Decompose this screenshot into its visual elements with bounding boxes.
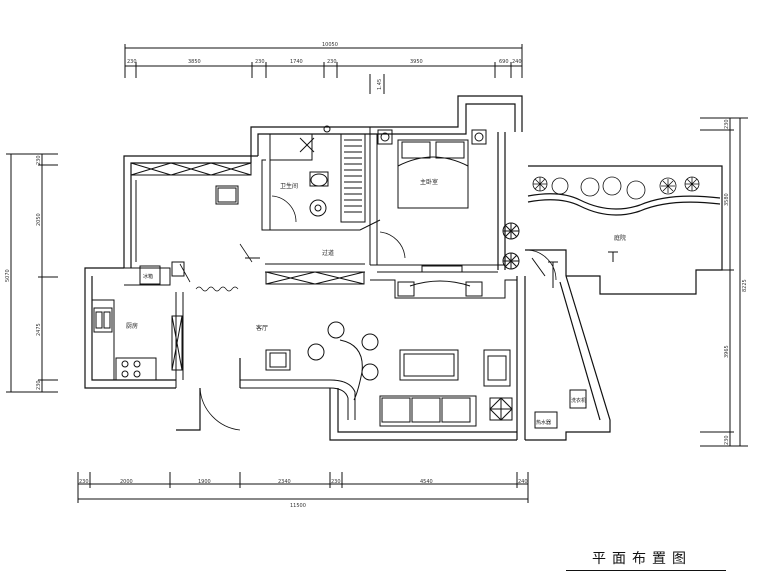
dimension-top (124, 44, 523, 94)
room-label-corridor: 过道 (322, 249, 334, 257)
room-label-kitchen: 厨房 (126, 322, 138, 330)
bathroom-fixtures (269, 125, 331, 217)
dim-step: 1.45 (377, 79, 383, 90)
garden-plants (532, 176, 700, 200)
dim-top-seg: 3850 (188, 59, 201, 65)
top-left-room-furniture (130, 162, 252, 262)
label-fridge: 冰箱 (143, 273, 153, 280)
dim-bottom-seg: 2340 (278, 479, 291, 485)
dim-top-total: 10050 (322, 42, 338, 48)
dimension-right (700, 117, 748, 447)
dim-right-total: 8225 (742, 279, 748, 292)
drawing-title: 平面布置图 (592, 551, 692, 567)
dimension-bottom (77, 472, 529, 503)
doors (179, 195, 557, 431)
dimension-left (6, 153, 58, 393)
stairs-marks (245, 251, 618, 288)
dim-bottom-seg: 230 (79, 479, 89, 485)
dim-left-total: 5070 (5, 269, 11, 282)
dim-bottom-total: 11500 (290, 503, 306, 509)
dim-top-seg: 230 (127, 59, 137, 65)
dim-left-seg: 2050 (36, 213, 42, 226)
dim-bottom-seg: 240 (518, 479, 528, 485)
dim-top-seg: 3950 (410, 59, 423, 65)
room-label-master-bedroom: 主卧室 (420, 178, 438, 186)
dim-top-seg: 1740 (290, 59, 303, 65)
dim-top-seg: 240 (512, 59, 522, 65)
kitchen-furniture (91, 261, 185, 381)
title-underline (566, 570, 726, 571)
dim-bottom-seg: 4540 (420, 479, 433, 485)
room-label-bathroom: 卫生间 (280, 182, 298, 190)
label-washer: 洗衣机 (571, 397, 586, 404)
corridor-cabinet (195, 271, 365, 292)
label-water-heater: 热水器 (536, 419, 551, 426)
living-furniture (240, 321, 513, 427)
dim-bottom-seg: 2000 (120, 479, 133, 485)
dim-top-seg: 690 (499, 59, 509, 65)
dim-top-seg: 230 (327, 59, 337, 65)
room-label-living: 客厅 (256, 324, 268, 332)
dim-left-seg: 2475 (36, 323, 42, 336)
room-label-garden: 庭院 (614, 234, 626, 242)
dim-bottom-seg: 1900 (198, 479, 211, 485)
bedroom-furniture (377, 129, 520, 270)
dim-right-seg: 230 (724, 435, 730, 445)
dim-top-seg: 230 (255, 59, 265, 65)
dim-left-seg: 230 (36, 380, 42, 390)
dim-bottom-seg: 230 (331, 479, 341, 485)
dim-left-seg: 230 (36, 155, 42, 165)
wardrobe (340, 133, 366, 223)
dim-right-seg: 3580 (724, 193, 730, 206)
exterior-walls (84, 95, 723, 441)
dim-right-seg: 3965 (724, 345, 730, 358)
dim-right-seg: 230 (724, 119, 730, 129)
balcony-appliances (531, 257, 587, 429)
